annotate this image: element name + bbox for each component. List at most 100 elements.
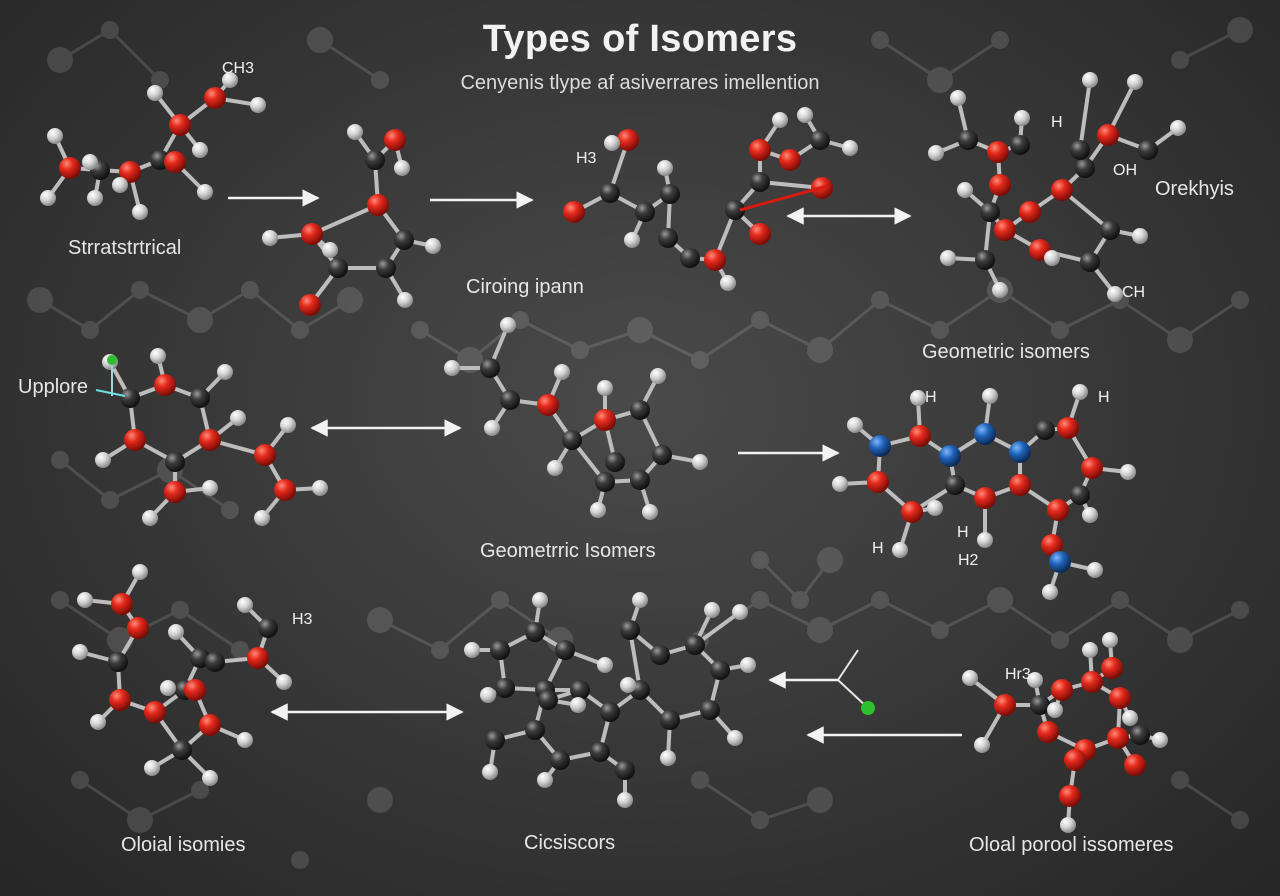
atom-c (615, 760, 635, 780)
atom-h (147, 85, 163, 101)
atom-o (367, 194, 389, 216)
bg-atom (127, 807, 153, 833)
atom-o (987, 141, 1009, 163)
bg-bond (379, 618, 441, 652)
foreground-molecules (40, 72, 1186, 833)
label-upplore: Upplore (18, 376, 89, 398)
atom-h (957, 182, 973, 198)
atom-o (274, 479, 296, 501)
bg-atom (1227, 17, 1253, 43)
bg-bond (299, 298, 351, 332)
atom-o (1051, 179, 1073, 201)
bg-atom (751, 811, 769, 829)
atom-label-h3-top: H3 (576, 150, 597, 167)
atom-h (444, 360, 460, 376)
molecule-ring-2 (563, 107, 858, 291)
atom-h (692, 454, 708, 470)
atom-h (202, 770, 218, 786)
molecule-cicsiscors (464, 592, 756, 808)
atom-c (120, 388, 140, 408)
bg-bond (79, 778, 141, 822)
bg-bond (699, 778, 761, 822)
bg-atom (187, 307, 213, 333)
bg-bond (319, 38, 381, 82)
atom-o (124, 429, 146, 451)
atom-c (570, 680, 590, 700)
bg-atom (371, 71, 389, 89)
atom-o (617, 129, 639, 151)
bg-bond (798, 559, 832, 601)
atom-label-h-mid-1: H (925, 389, 937, 406)
bg-bond (1059, 298, 1121, 332)
bg-atom (431, 641, 449, 659)
atom-o (199, 429, 221, 451)
bg-bond (89, 288, 141, 332)
atom-h (82, 154, 98, 170)
atom-h (347, 124, 363, 140)
atom-label-h-mid-2: H (1098, 389, 1110, 406)
bg-atom (807, 787, 833, 813)
atom-o (1081, 457, 1103, 479)
atom-c (652, 445, 672, 465)
bg-atom (1167, 627, 1193, 653)
atom-o (901, 501, 923, 523)
atom-h (604, 135, 620, 151)
atom-c (550, 750, 570, 770)
atom-o (144, 701, 166, 723)
bg-atom (171, 601, 189, 619)
bg-bond (1179, 778, 1241, 822)
molecule-geometric-top (928, 72, 1186, 302)
atom-c (710, 660, 730, 680)
atom-o (1109, 687, 1131, 709)
atom-o (749, 139, 771, 161)
molecule-upplore (95, 348, 328, 526)
bg-bond (179, 608, 241, 652)
atom-h (977, 532, 993, 548)
atom-h (484, 420, 500, 436)
atom-o (1037, 721, 1059, 743)
bg-bond (999, 288, 1061, 332)
atom-o (994, 694, 1016, 716)
bg-atom (1171, 771, 1189, 789)
atom-c (660, 710, 680, 730)
atom-h (150, 348, 166, 364)
atom-o (594, 409, 616, 431)
bg-atom (101, 21, 119, 39)
atom-h (1152, 732, 1168, 748)
atom-o (199, 714, 221, 736)
bg-bond (1119, 298, 1181, 342)
atom-o (204, 87, 226, 109)
atom-h (547, 460, 563, 476)
bg-atom (51, 451, 69, 469)
atom-c (750, 172, 770, 192)
atom-c (376, 258, 396, 278)
atom-c (258, 618, 278, 638)
atom-n (1009, 441, 1031, 463)
bg-bond (879, 298, 941, 332)
bg-bond (1179, 28, 1241, 62)
bg-atom (1231, 601, 1249, 619)
bg-bond (249, 288, 301, 332)
bg-bond (59, 28, 111, 62)
atom-h (1107, 286, 1123, 302)
atom-c (975, 250, 995, 270)
atom-o (867, 471, 889, 493)
atom-o (247, 647, 269, 669)
atom-o (1051, 679, 1073, 701)
atom-o (301, 223, 323, 245)
bg-bond (109, 468, 171, 502)
bg-atom (1171, 51, 1189, 69)
atom-c (1035, 420, 1055, 440)
bg-atom (1051, 631, 1069, 649)
atom-h (47, 128, 63, 144)
atom-h (617, 792, 633, 808)
atom-o (1081, 671, 1103, 693)
atom-c (685, 635, 705, 655)
atom-h (992, 282, 1008, 298)
label-orekhyis: Orekhyis (1155, 178, 1234, 200)
label-oloal-porool: Oloal porool issomeres (969, 834, 1174, 856)
atom-h (132, 564, 148, 580)
atom-h (1047, 702, 1063, 718)
atom-h (464, 642, 480, 658)
page-subtitle: Cenyenis tlype af asiverrares imellentio… (460, 72, 820, 94)
